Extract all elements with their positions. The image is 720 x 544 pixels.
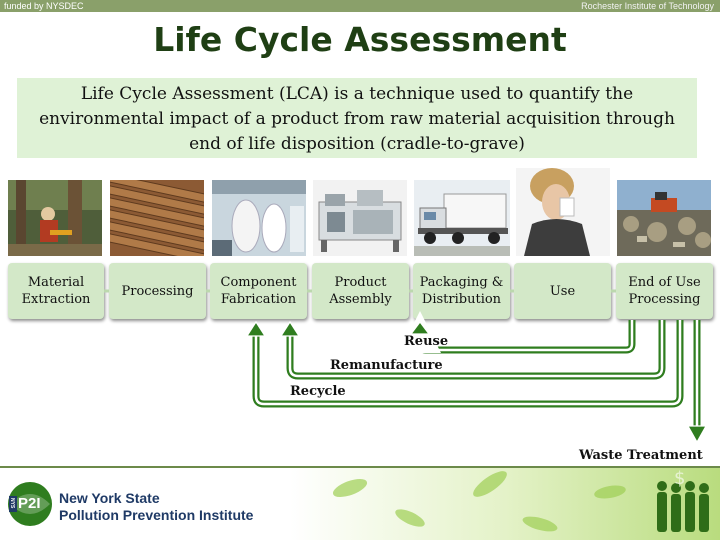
- stage-processing: Processing: [109, 263, 206, 319]
- intro-line-2: environmental impact of a product from r…: [39, 109, 675, 129]
- packaging-distribution-photo: [414, 180, 510, 256]
- institute-text: Rochester Institute of Technology: [581, 1, 714, 11]
- stage-label-line1: Component: [220, 275, 297, 290]
- top-banner: funded by NYSDEC Rochester Institute of …: [0, 0, 720, 12]
- footer-divider: [0, 466, 720, 468]
- people-silhouettes: [657, 481, 709, 532]
- org-name-line1: New York State: [59, 490, 160, 506]
- product-assembly-photo: [313, 180, 407, 256]
- stage-component-fabrication: Component Fabrication: [210, 263, 307, 319]
- stage-label-line1: End of Use: [628, 275, 701, 290]
- stage-label-line2: Assembly: [329, 292, 392, 307]
- logo-badge-text: P2I: [18, 495, 41, 512]
- stage-label-line1: Use: [549, 283, 576, 299]
- stage-use: Use: [514, 263, 611, 319]
- processing-photo: [110, 180, 204, 256]
- material-extraction-photo: [8, 180, 102, 256]
- recycle-label: Recycle: [290, 384, 346, 399]
- stage-label-line2: Fabrication: [220, 292, 297, 307]
- stage-label-line1: Product: [334, 275, 387, 290]
- org-name-line2: Pollution Prevention Institute: [59, 507, 254, 523]
- stage-product-assembly: Product Assembly: [312, 263, 409, 319]
- remanufacture-label: Remanufacture: [330, 358, 443, 373]
- reuse-label: Reuse: [404, 334, 449, 349]
- waste-treatment-label: Waste Treatment: [579, 448, 703, 463]
- stage-material-extraction: Material Extraction: [8, 263, 104, 319]
- stage-label-line1: Material: [27, 275, 85, 290]
- stage-label-line2: Distribution: [421, 292, 502, 307]
- reuse-arrowhead: [409, 321, 431, 335]
- logo-small-text: NYS: [9, 498, 15, 509]
- recycle-arrowhead: [245, 320, 267, 337]
- stage-label-line2: Processing: [628, 292, 701, 307]
- reuse-arrow: [399, 311, 636, 354]
- intro-box: Life Cycle Assessment (LCA) is a techniq…: [17, 78, 697, 158]
- stage-packaging-distribution: Packaging & Distribution: [413, 263, 510, 319]
- remanufacture-arrowhead: [279, 320, 301, 337]
- stage-label-line1: Packaging &: [419, 275, 504, 290]
- component-fabrication-photo: [212, 180, 306, 256]
- intro-line-1: Life Cycle Assessment (LCA) is a techniq…: [80, 84, 634, 104]
- p2i-logo: P2I NYS: [6, 480, 54, 528]
- funded-by-text: funded by NYSDEC: [4, 1, 84, 11]
- intro-line-3: end of life disposition (cradle-to-grave…: [189, 134, 525, 154]
- end-of-use-photo: [617, 180, 711, 256]
- stage-label-line1: Processing: [121, 283, 194, 299]
- footer-decoration: $: [290, 468, 720, 540]
- arrowheads: [245, 320, 708, 444]
- stage-label-line2: Extraction: [21, 292, 91, 307]
- use-photo: [516, 168, 610, 256]
- waste-arrowhead: [686, 425, 708, 444]
- slide-title: Life Cycle Assessment: [153, 20, 567, 59]
- stage-end-of-use-processing: End of Use Processing: [616, 263, 713, 319]
- svg-text:$: $: [674, 468, 685, 489]
